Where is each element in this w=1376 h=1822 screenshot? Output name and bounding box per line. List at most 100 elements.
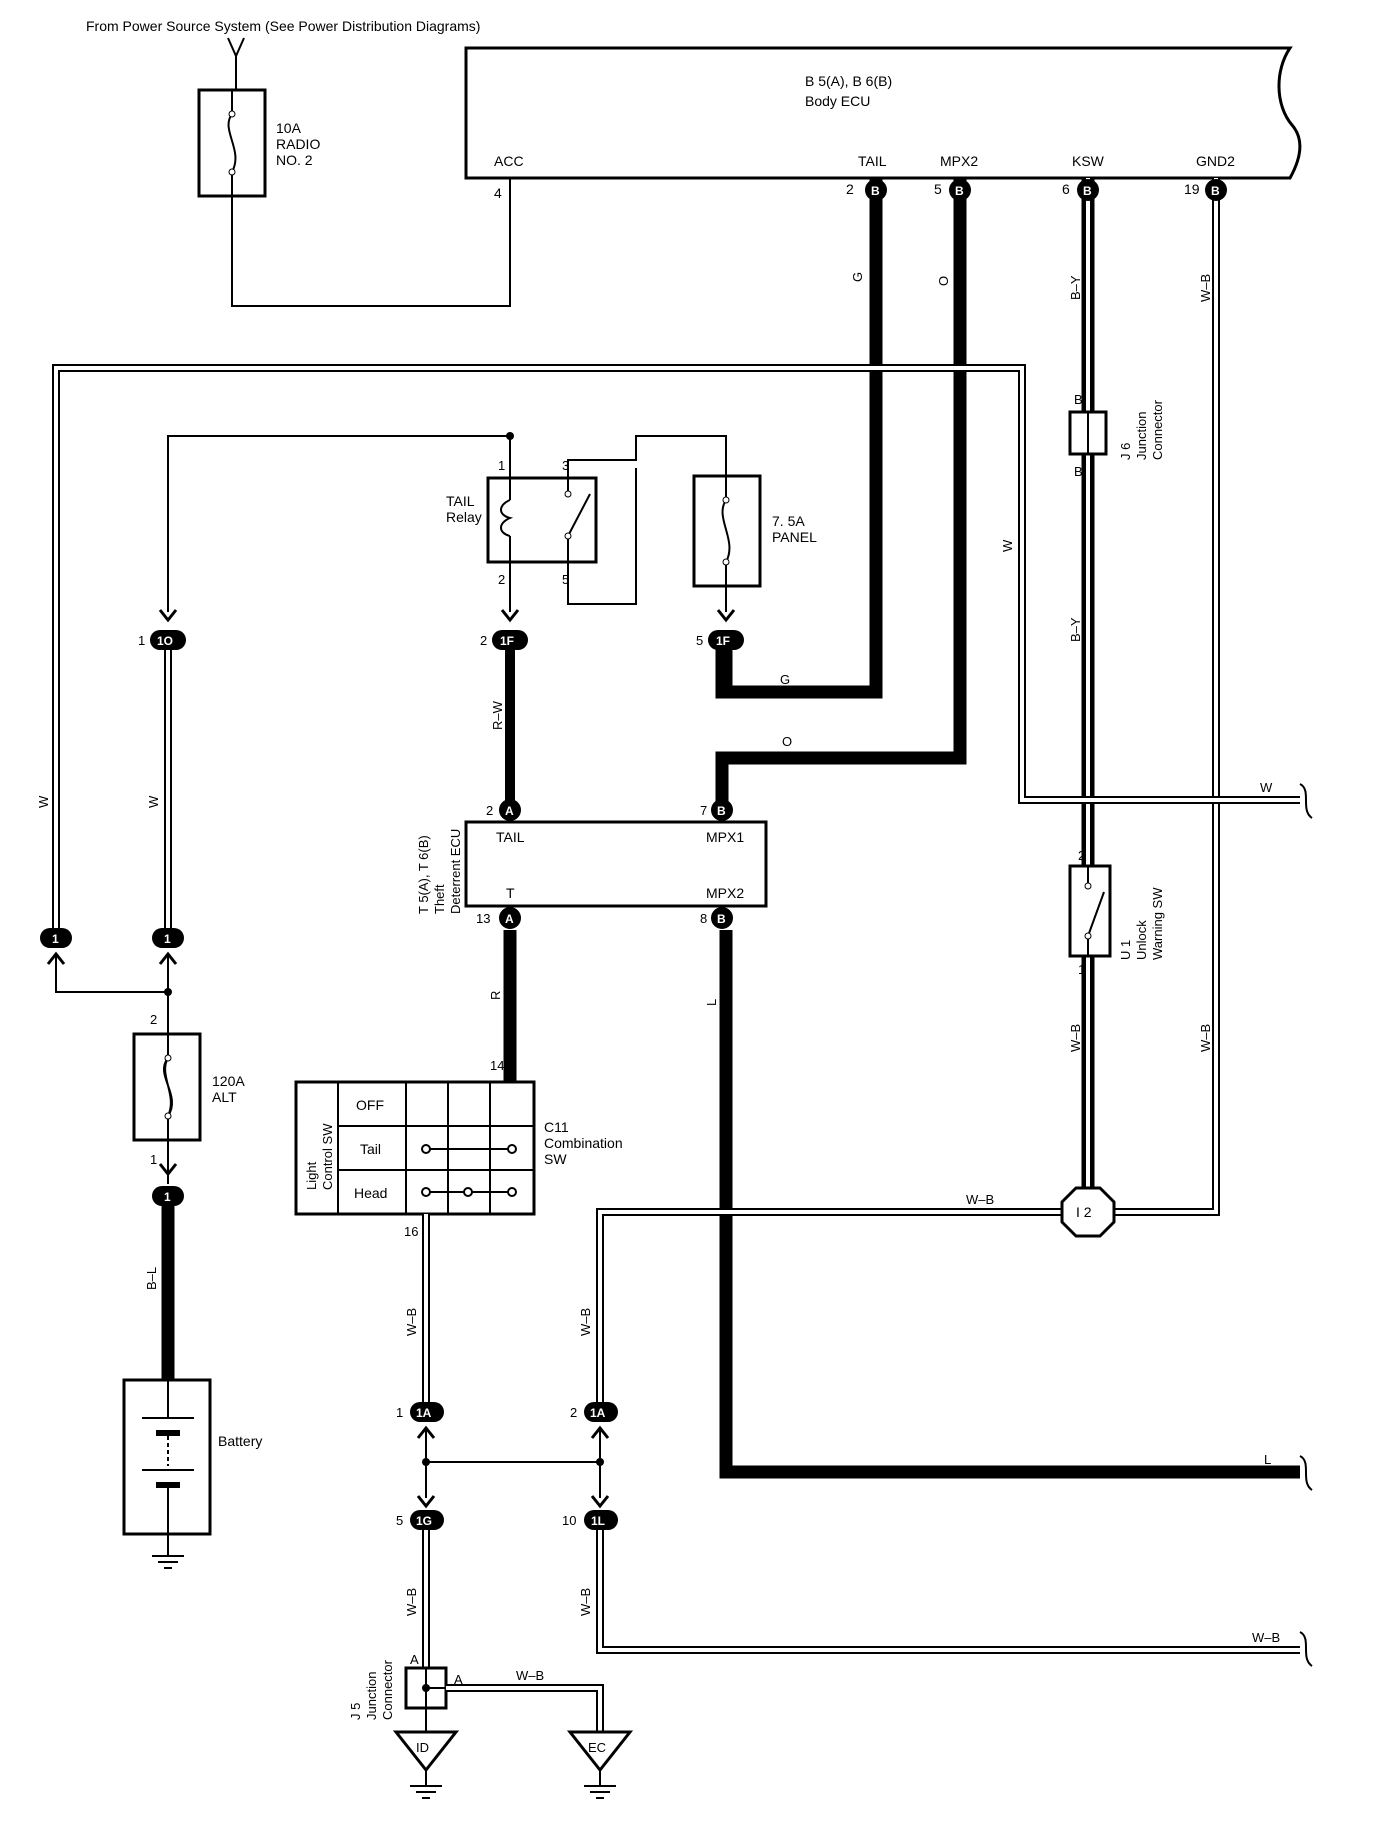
wire-label-wb-1l: W–B [578, 1588, 593, 1616]
junction-1F-5-num: 5 [696, 633, 703, 648]
pin-gnd2-num: 19 [1184, 181, 1200, 197]
ground-ec: EC [566, 1730, 634, 1799]
wire-label-wb-j5: W–B [516, 1668, 544, 1683]
wire-label-wb-gnd2: W–B [1198, 274, 1213, 302]
fuse-radio-name: RADIO [276, 136, 320, 152]
junction-i2-label: I 2 [1076, 1204, 1092, 1220]
combo-line1: Combination [544, 1135, 623, 1151]
wire-label-wb-combo: W–B [404, 1308, 419, 1336]
tail-relay-pin3: 3 [562, 458, 569, 473]
tail-relay-pin1: 1 [498, 458, 505, 473]
junction-1F-5: 1F 5 [696, 609, 744, 650]
body-ecu: B 5(A), B 6(B) Body ECU ACC TAIL MPX2 KS… [464, 46, 1302, 201]
tail-relay: TAIL Relay 1 3 2 5 [446, 458, 598, 587]
ground-icon [152, 1534, 184, 1569]
theft-tail-conn: A [505, 804, 514, 818]
combo-side1: Light [304, 1161, 319, 1190]
pin-acc-num: 4 [494, 185, 502, 201]
pin-mpx2-num: 5 [934, 181, 942, 197]
combo-line2: SW [544, 1151, 567, 1167]
junction-1A-1: 1A 1 [396, 1402, 444, 1439]
junction-1A-1-num: 1 [396, 1405, 403, 1420]
junction-1O-num: 1 [138, 633, 145, 648]
body-ecu-codes: B 5(A), B 6(B) [805, 73, 892, 89]
fuse-panel-rating: 7. 5A [772, 513, 805, 529]
fuse-alt-rating: 120A [212, 1073, 245, 1089]
wire-label-r: R [488, 991, 503, 1000]
junction-1F-5-label: 1F [716, 634, 730, 648]
tail-relay-line1: TAIL [446, 493, 475, 509]
theft-ecu-line2: Deterrent ECU [448, 829, 463, 914]
pin-mpx2-conn: B [955, 184, 964, 198]
ground-id: ID [392, 1730, 460, 1799]
wire-label-w-1o: W [146, 795, 161, 808]
wire-continue-l-icon [1299, 1455, 1313, 1491]
relay-switch-icon [567, 493, 591, 537]
wire-label-bl: B–L [144, 1267, 159, 1290]
wire-label-wb-right: W–B [1252, 1630, 1280, 1645]
relay-coil-icon [500, 499, 514, 537]
u1-line1: Unlock [1134, 920, 1149, 960]
junction-1F-2: 1F 2 [480, 609, 528, 650]
fuse-alt-name: ALT [212, 1089, 237, 1105]
junction-1L-label: 1L [591, 1514, 605, 1528]
theft-t-num: 13 [476, 911, 490, 926]
fuse-alt: 120A ALT [132, 1032, 245, 1142]
j6-code: J 6 [1118, 443, 1133, 460]
combo-row-tail: Tail [360, 1141, 381, 1157]
pin-ksw-num: 6 [1062, 181, 1070, 197]
alt-pin-bottom: 1 [150, 1152, 157, 1167]
wire-label-wb-u1: W–B [1068, 1024, 1083, 1052]
wire-label-rw: R–W [490, 700, 505, 730]
theft-ecu-line1: Theft [432, 884, 447, 914]
fuse-icon [721, 499, 731, 563]
u1-switch: 2 1 U 1 Unlock Warning SW [1068, 848, 1165, 977]
theft-mpx1-num: 7 [700, 803, 707, 818]
j5-connector: A A J 5 Junction Connector [348, 1652, 463, 1720]
ground-id-label: ID [416, 1740, 429, 1755]
combination-switch: OFF Tail Head Light Control SW C11 Combi… [294, 1080, 623, 1216]
fuse-icon [227, 113, 237, 173]
j6-pin-top: B [1074, 392, 1083, 407]
switch-icon [1087, 891, 1105, 937]
power-source-label: From Power Source System (See Power Dist… [86, 18, 480, 34]
u1-pin-top: 2 [1078, 848, 1085, 863]
pin-acc-label: ACC [494, 153, 524, 169]
combo-pin-top: 14 [490, 1058, 504, 1073]
fuse-radio: 10A RADIO NO. 2 [197, 88, 320, 198]
tail-relay-line2: Relay [446, 509, 482, 525]
junction-1O: 1O 1 [138, 609, 186, 650]
battery: Battery [122, 1378, 262, 1536]
theft-mpx2-num: 8 [700, 911, 707, 926]
wire-label-l2: L [704, 999, 719, 1006]
junction-i2: I 2 [1060, 1186, 1116, 1238]
junction-1A-1-label: 1A [416, 1406, 432, 1420]
u1-line2: Warning SW [1150, 887, 1165, 960]
junction-1-right-label: 1 [164, 932, 171, 946]
tail-relay-pin5: 5 [562, 572, 569, 587]
combo-side2: Control SW [320, 1123, 335, 1190]
junction-1L: 1L 10 [562, 1495, 618, 1530]
j6-pin-bottom: B [1074, 464, 1083, 479]
j6-line1: Junction [1134, 412, 1149, 460]
fuse-icon [162, 1057, 174, 1117]
j5-line1: Junction [364, 1672, 379, 1720]
wire-label-g: G [850, 272, 865, 282]
wire-label-wb-1a2: W–B [578, 1308, 593, 1336]
theft-tail-num: 2 [486, 803, 493, 818]
ground-ec-label: EC [588, 1740, 606, 1755]
theft-mpx1-conn: B [717, 804, 726, 818]
theft-mpx1-label: MPX1 [706, 829, 744, 845]
wire-gnd2 [1110, 178, 1220, 1216]
pin-gnd2-conn: B [1211, 184, 1220, 198]
wire-label-wb-i2: W–B [966, 1192, 994, 1207]
wire-o [715, 178, 967, 808]
theft-t-label: T [506, 885, 515, 901]
power-arrow-icon [227, 37, 245, 59]
combo-row-head: Head [354, 1185, 387, 1201]
theft-tail-label: TAIL [496, 829, 525, 845]
wire-acc [231, 178, 511, 307]
fuse-radio-num: NO. 2 [276, 152, 313, 168]
combo-pin-bottom: 16 [404, 1224, 418, 1239]
